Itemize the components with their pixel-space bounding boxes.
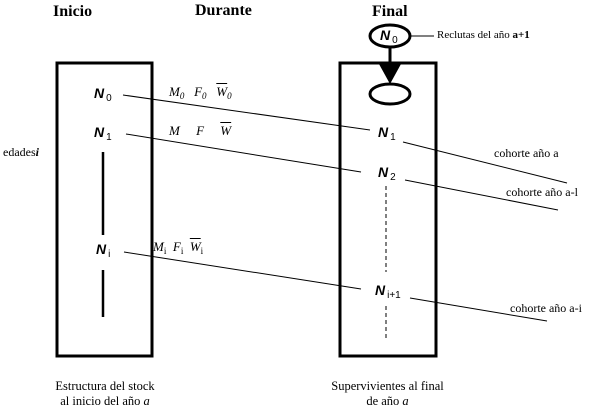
recruits-arrow-head: [379, 64, 401, 84]
params-age-i: Mi Fi Wi: [153, 239, 204, 256]
stock-start-caption: Estructura del stock al inicio del año a: [55, 379, 155, 408]
cohort-line-i-in: [123, 251, 362, 290]
recruits-label: Reclutas del año a+1: [437, 29, 530, 41]
header-durante: Durante: [195, 2, 252, 19]
cohort-label-a-1: cohorte año a-l: [506, 185, 578, 199]
cohort-line-1-out: [404, 179, 559, 211]
ages-label: edadesi: [3, 145, 39, 159]
header-inicio: Inicio: [53, 3, 93, 20]
stock-start-box: [55, 61, 154, 358]
cohort-label-a-i: cohorte año a-i: [510, 301, 582, 315]
survivors-end-box: [338, 61, 438, 358]
header-final: Final: [372, 3, 408, 20]
cohort-line-i-out: [409, 297, 548, 322]
cohort-label-a: cohorte año a: [494, 146, 559, 160]
cohort-line-0-out: [402, 141, 568, 184]
recruits-entry-oval: [368, 82, 412, 106]
params-age-0: M0 F0 W0: [169, 84, 232, 101]
cohort-line-1-in: [125, 133, 362, 173]
survivors-end-caption: Supervivientes al final de año a: [331, 379, 444, 408]
cohort-line-0-in: [122, 94, 371, 131]
params-age-1: M F W: [169, 123, 232, 138]
